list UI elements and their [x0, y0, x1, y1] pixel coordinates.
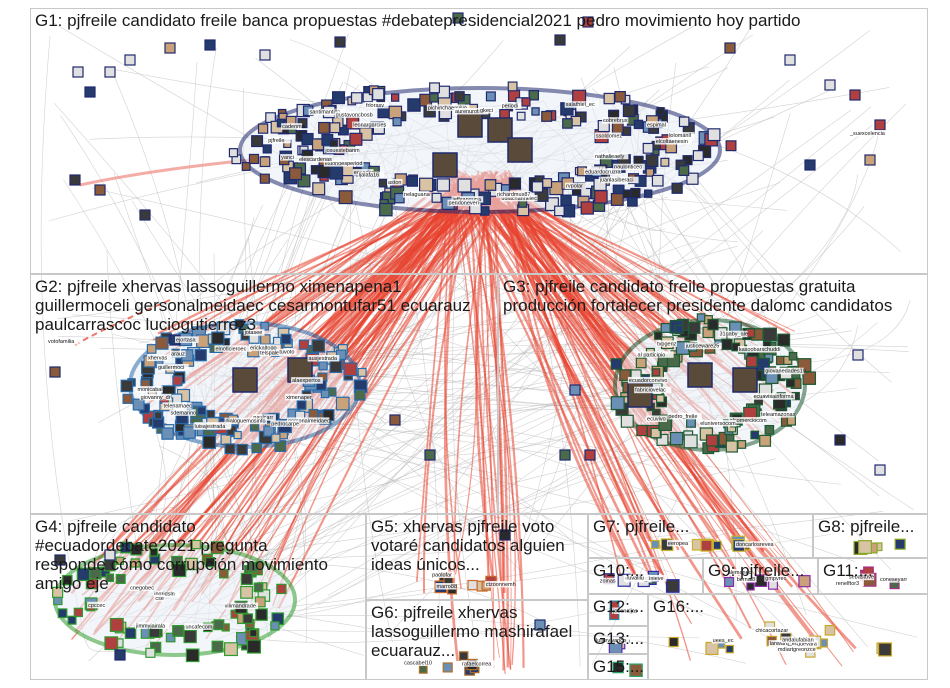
- group-box-g8: G8: pjfreile...: [813, 514, 928, 558]
- group-box-g10: G10:...: [588, 558, 703, 594]
- group-label-g4: G4: pjfreile candidato #ecuadordebate202…: [35, 517, 335, 593]
- group-box-g11: G11:...: [818, 558, 928, 594]
- group-label-g1: G1: pjfreile candidato freile banca prop…: [35, 11, 927, 30]
- group-box-g15: G15:...: [588, 654, 648, 680]
- group-box-g4: G4: pjfreile candidato #ecuadordebate202…: [30, 514, 366, 680]
- group-box-g9: G9: pjfreile...: [703, 558, 818, 594]
- group-label-g5: G5: xhervas pjfreile voto votaré candida…: [371, 517, 581, 574]
- group-box-g5: G5: xhervas pjfreile voto votaré candida…: [366, 514, 588, 600]
- group-label-g15: G15:...: [593, 657, 644, 676]
- group-label-g13: G13:...: [593, 629, 644, 648]
- group-box-g3: G3: pjfreile candidato freile propuestas…: [498, 274, 928, 514]
- group-label-g3: G3: pjfreile candidato freile propuestas…: [503, 277, 923, 315]
- group-box-g2: G2: pjfreile xhervas lassoguillermo xime…: [30, 274, 498, 514]
- group-label-g11: G11:...: [823, 561, 873, 580]
- group-label-g2: G2: pjfreile xhervas lassoguillermo xime…: [35, 277, 495, 334]
- group-label-g12: G12:...: [593, 597, 644, 616]
- group-label-g10: G10:...: [593, 561, 644, 580]
- group-box-g13: G13:...: [588, 626, 648, 654]
- group-label-g16: G16:...: [653, 597, 704, 616]
- group-box-g7: G7: pjfreile...: [588, 514, 813, 558]
- group-box-g6: G6: pjfreile xhervas lassoguillermo mash…: [366, 600, 588, 680]
- group-label-g6: G6: pjfreile xhervas lassoguillermo mash…: [371, 603, 586, 660]
- group-box-g16: G16:...: [648, 594, 928, 680]
- group-label-g8: G8: pjfreile...: [818, 517, 914, 536]
- group-label-g9: G9: pjfreile...: [708, 561, 804, 580]
- group-box-g12: G12:...: [588, 594, 648, 626]
- group-box-g1: G1: pjfreile candidato freile banca prop…: [30, 8, 928, 274]
- group-label-g7: G7: pjfreile...: [593, 517, 689, 536]
